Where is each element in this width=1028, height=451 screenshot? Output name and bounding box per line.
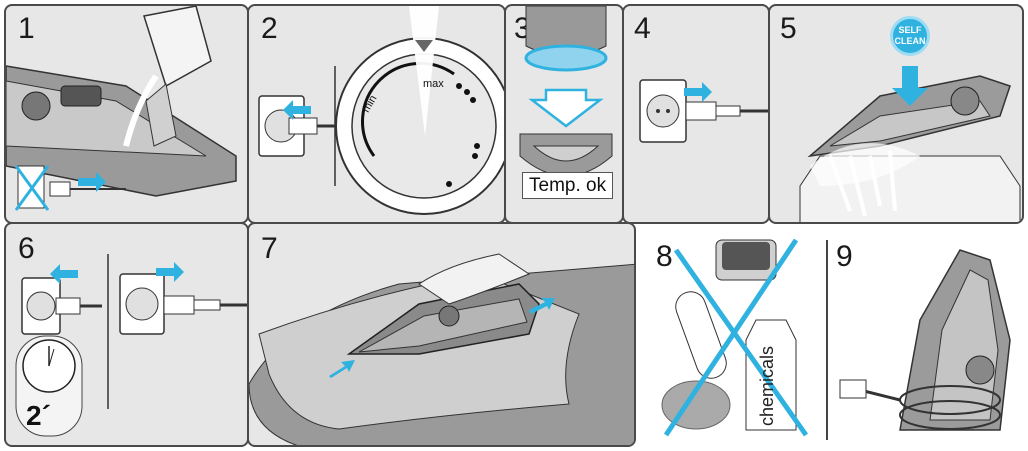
step-number: 5 xyxy=(780,12,797,45)
storage-illustration xyxy=(839,249,1011,431)
step-2-panel: 2 min max xyxy=(247,4,506,224)
step-8-panel: 8 chemicals xyxy=(636,230,826,447)
step-9-panel: 9 xyxy=(830,230,1024,447)
self-clean-label-2: CLEAN xyxy=(894,36,926,46)
step-number: 8 xyxy=(656,240,673,273)
chemicals-label: chemicals xyxy=(757,345,777,426)
self-clean-label-1: SELF xyxy=(898,25,922,35)
temperature-dial-illustration xyxy=(258,6,504,215)
step-7-panel: 7 xyxy=(247,222,636,447)
step-1-panel: 1 xyxy=(4,4,249,224)
step-4-panel: 4 xyxy=(622,4,770,224)
step-number: 4 xyxy=(634,12,651,45)
step-5-panel: 5 SELF CLEAN xyxy=(768,4,1024,224)
step-3-panel: 3 Temp. ok xyxy=(504,4,624,224)
temp-ok-caption: Temp. ok xyxy=(522,172,614,199)
unplug-wait-illustration xyxy=(15,254,247,437)
fill-water-illustration xyxy=(6,6,237,211)
ironing-illustration xyxy=(249,253,634,445)
step-number: 9 xyxy=(836,240,853,273)
step-number: 1 xyxy=(18,12,35,45)
panel-divider xyxy=(826,240,828,440)
self-clean-illustration xyxy=(799,66,1021,222)
instruction-sheet: 1 2 xyxy=(4,4,1024,447)
step-6-panel: 6 2´ xyxy=(4,222,249,447)
step-number: 6 xyxy=(18,232,35,265)
dial-max-label: max xyxy=(423,78,444,90)
no-abrasives-illustration xyxy=(661,238,809,437)
step-number: 2 xyxy=(261,12,278,45)
wait-time-label: 2´ xyxy=(26,400,51,431)
self-clean-button-icon: SELF CLEAN xyxy=(890,16,930,56)
plug-in-illustration xyxy=(639,79,768,143)
step-number: 7 xyxy=(261,232,278,265)
